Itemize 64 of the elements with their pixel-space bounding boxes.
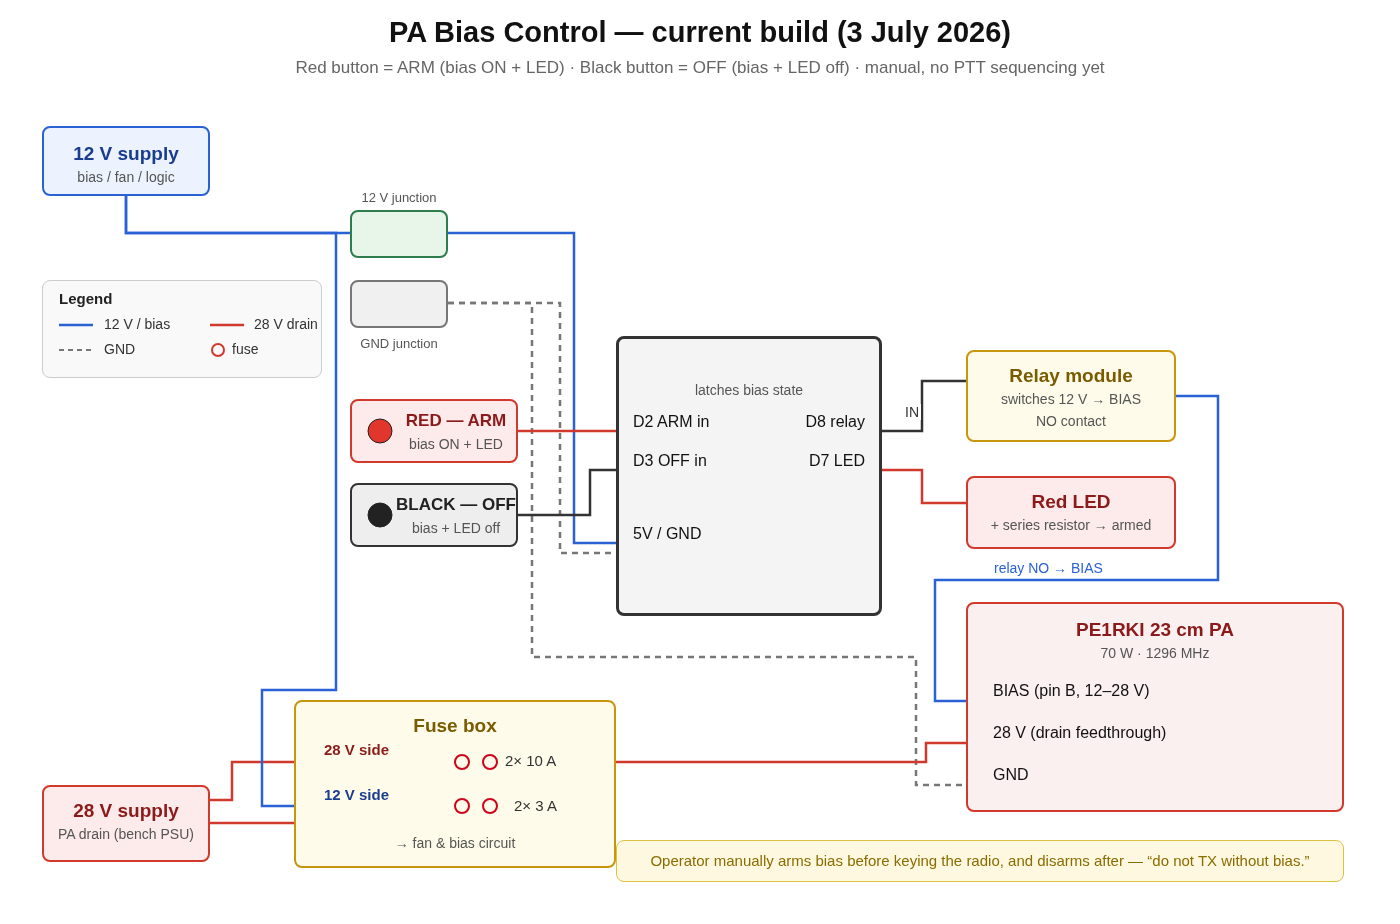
wire — [933, 394, 1220, 703]
pin-label: D2 ARM in — [616, 410, 710, 434]
box-subtitle: bias + LED off — [411, 519, 501, 538]
junction-caption: 12 V junction — [360, 190, 438, 205]
legend-text: 28 V drain — [254, 316, 318, 332]
wire — [124, 196, 338, 808]
box-subtitle: 70 W · 1296 MHz — [1100, 644, 1210, 663]
box-subtitle: + series resistor → armed — [990, 516, 1152, 535]
wire — [518, 468, 616, 517]
push-button-box — [350, 483, 518, 547]
box-subtitle: latches bias state — [694, 381, 804, 400]
pin-label: 28 V (drain feedthrough) — [966, 721, 1167, 745]
box-note: → fan & bias circuit — [393, 834, 517, 853]
pin-label: D3 OFF in — [616, 449, 707, 473]
box-heading: Fuse box — [413, 714, 497, 738]
pin-label: BIAS (pin B, 12–28 V) — [966, 679, 1150, 703]
pin-label: 28 V side — [294, 738, 390, 762]
led-box — [966, 476, 1176, 549]
box-subtitle: NO contact — [1036, 412, 1106, 431]
pin-label: D8 relay — [805, 410, 882, 434]
wire — [616, 741, 966, 764]
wire — [882, 468, 966, 505]
power-supply-box — [42, 126, 210, 196]
junction-block — [350, 280, 448, 328]
pin-label: 5V / GND — [616, 522, 702, 546]
box-subtitle: PA drain (bench PSU) — [58, 825, 194, 844]
subtitle: Red button = ARM (bias ON + LED) · Black button = OFF (bias + LED off) · manual, no PTT sequencing yet — [294, 58, 1106, 78]
legend-text: GND — [104, 341, 136, 357]
note-text: Operator manually arms bias before keying the radio, and disarms after — “do not TX without bias.” — [650, 851, 1310, 871]
box-heading: Relay module — [1009, 364, 1133, 388]
controller-board — [616, 336, 882, 616]
wire — [882, 379, 966, 433]
edge-label: IN — [903, 404, 921, 420]
legend-text: 12 V / bias — [104, 316, 171, 332]
fuse-rating: 2× 10 A — [505, 752, 557, 769]
box-heading: BLACK — OFF — [396, 494, 516, 516]
box-heading: PE1RKI 23 cm PA — [1075, 618, 1235, 642]
wire — [210, 821, 294, 825]
box-subtitle: switches 12 V → BIAS — [1000, 390, 1142, 409]
junction-block — [350, 210, 448, 258]
pin-label: GND — [966, 763, 1029, 787]
relay-module-box — [966, 350, 1176, 442]
legend-text: fuse — [232, 341, 259, 357]
legend-title: Legend — [59, 290, 113, 307]
pin-label: D7 LED — [808, 449, 882, 473]
wire — [448, 231, 616, 545]
note-box — [616, 840, 1344, 882]
box-heading: 28 V supply — [73, 799, 179, 823]
box-heading: Red LED — [1031, 490, 1111, 514]
box-subtitle: bias / fan / logic — [77, 168, 175, 187]
push-button-box — [350, 399, 518, 463]
edge-label: relay NO → BIAS — [992, 560, 1105, 576]
fuse-rating: 2× 3 A — [514, 797, 557, 814]
power-supply-box — [42, 785, 210, 862]
amplifier-box — [966, 602, 1344, 812]
wire — [210, 760, 294, 802]
box-heading: 12 V supply — [73, 142, 179, 166]
pin-label: 12 V side — [294, 783, 390, 807]
diagram-title: PA Bias Control — current build (3 July 2026) — [388, 16, 1012, 49]
wire — [518, 429, 616, 433]
box-subtitle: bias ON + LED — [409, 435, 503, 454]
box-heading: RED — ARM — [405, 410, 507, 432]
fuse-box — [294, 700, 616, 868]
junction-caption: GND junction — [359, 336, 439, 351]
